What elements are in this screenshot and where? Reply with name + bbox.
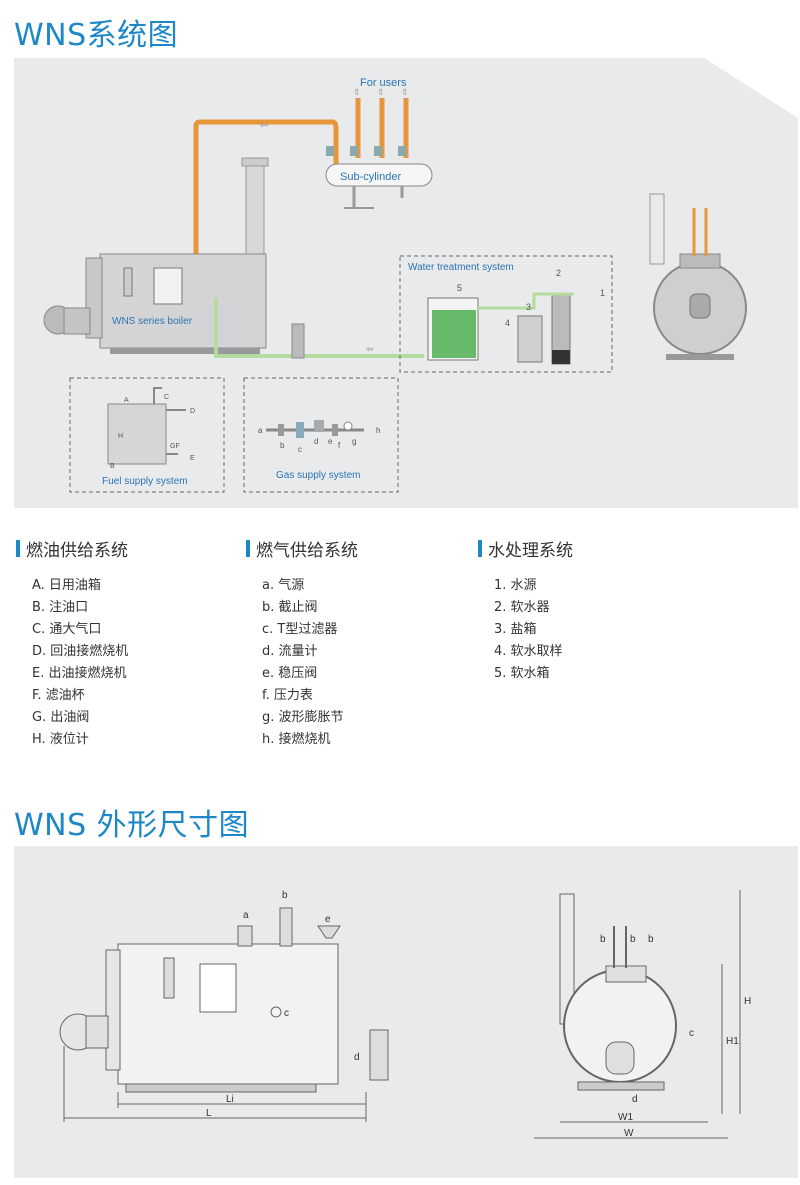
legend-item: b. 截止阀: [262, 600, 318, 615]
gas-label-a: a: [258, 426, 263, 435]
fuel-label-b: B: [110, 463, 115, 470]
legend-item: d. 流量计: [262, 644, 318, 659]
fuel-label-e: E: [190, 455, 195, 462]
legend-item: E. 出油接燃烧机: [32, 666, 127, 681]
legend-title-gas: 燃气供给系统: [256, 541, 358, 561]
side-label-b: b: [282, 890, 288, 901]
legend-item: C. 通大气口: [32, 622, 102, 637]
gas-label-f: f: [338, 441, 341, 450]
side-label-c: c: [284, 1008, 289, 1019]
legend-item: B. 注油口: [32, 600, 89, 615]
legend-item: 1. 水源: [494, 578, 537, 593]
legend-fuel: 燃油供给系统 A. 日用油箱 B. 注油口 C. 通大气口 D. 回油接燃烧机 …: [16, 536, 128, 751]
legend-water: 水处理系统 1. 水源 2. 软水器 3. 盐箱 4. 软水取样 5. 软水箱: [478, 536, 573, 685]
legend-item: c. T型过滤器: [262, 622, 338, 637]
legend-gas: 燃气供给系统 a. 气源 b. 截止阀 c. T型过滤器 d. 流量计 e. 稳…: [246, 536, 358, 751]
water-treatment-label: Water treatment system: [408, 262, 514, 273]
sub-cylinder: [325, 163, 433, 187]
legend-item: e. 稳压阀: [262, 666, 318, 681]
legend-item: F. 滤油杯: [32, 688, 85, 703]
fuel-label-c: C: [164, 394, 169, 401]
legend-item: D. 回油接燃烧机: [32, 644, 129, 659]
gas-supply-box: [243, 377, 399, 493]
svg-text:⇧: ⇧: [353, 87, 361, 97]
gas-label-c: c: [298, 445, 302, 454]
wt-label-5: 5: [457, 283, 462, 293]
fuel-supply-label: Fuel supply system: [102, 476, 188, 487]
dim-label-w: W: [624, 1128, 634, 1139]
dim-label-w1: W1: [618, 1112, 633, 1123]
side-label-e: e: [325, 914, 331, 925]
front-label-b2: b: [630, 934, 636, 945]
boiler-front-view: [649, 193, 747, 360]
wt-label-2: 2: [556, 268, 561, 278]
steam-pipe: [193, 119, 339, 258]
fuel-label-d: D: [190, 408, 195, 415]
dim-label-l: L: [206, 1108, 212, 1119]
legend-item: A. 日用油箱: [32, 578, 101, 593]
legend-item: G. 出油阀: [32, 710, 90, 725]
dim-label-h: H: [744, 996, 751, 1007]
legend-item: a. 气源: [262, 578, 305, 593]
svg-text:⇧: ⇧: [377, 87, 385, 97]
front-label-c: c: [689, 1028, 694, 1039]
wt-label-3: 3: [526, 302, 531, 312]
system-diagram: ⇦ ⇧ ⇧ ⇧ For users Sub-cylinder WNS serie…: [14, 58, 798, 508]
user-pipes: ⇧ ⇧ ⇧: [326, 87, 409, 158]
fuel-label-a: A: [124, 397, 129, 404]
front-label-b3: b: [648, 934, 654, 945]
legend-item: H. 液位计: [32, 732, 89, 747]
feed-water-pipe: [214, 298, 424, 358]
legend-item: 4. 软水取样: [494, 644, 563, 659]
legend-bar: [246, 540, 250, 557]
for-users-label: For users: [360, 77, 407, 89]
svg-text:⇧: ⇧: [401, 87, 409, 97]
boiler-label: WNS series boiler: [112, 316, 193, 327]
dimension-diagram-panel: a b e c d Li L b b b c d W1 W H1 H: [14, 846, 798, 1178]
svg-text:⇦: ⇦: [366, 344, 374, 354]
legend-bar: [478, 540, 482, 557]
legend-item: g. 波形膨胀节: [262, 710, 344, 725]
salt-tank: [517, 315, 543, 363]
wt-label-1: 1: [600, 288, 605, 298]
legend-title-fuel: 燃油供给系统: [26, 541, 128, 561]
fuel-label-gf: GF: [170, 443, 180, 450]
gas-label-g: g: [352, 437, 356, 446]
chimney: [245, 163, 265, 255]
dim-label-li: Li: [226, 1094, 234, 1105]
boiler-side-view: a b e c d Li L: [59, 890, 389, 1122]
water-treatment-box: [399, 255, 613, 373]
legend-title-water: 水处理系统: [488, 541, 573, 561]
section-title-system: WNS系统图: [14, 18, 179, 53]
steam-flow-arrow: ⇦: [260, 120, 268, 131]
dim-label-h1: H1: [726, 1036, 739, 1047]
fuel-label-h: H: [118, 433, 123, 440]
legend-item: 5. 软水箱: [494, 666, 550, 681]
dimension-diagram: a b e c d Li L b b b c d W1 W H1 H: [59, 890, 751, 1139]
side-label-a: a: [243, 910, 249, 921]
sub-cylinder-label: Sub-cylinder: [340, 171, 401, 183]
section-title-dimensions: WNS 外形尺寸图: [14, 808, 250, 843]
side-label-d: d: [354, 1052, 360, 1063]
day-oil-tank: [107, 403, 167, 465]
wt-label-4: 4: [505, 318, 510, 328]
front-label-d: d: [632, 1094, 638, 1105]
gas-label-e: e: [328, 437, 333, 446]
legend-bar: [16, 540, 20, 557]
front-label-b1: b: [600, 934, 606, 945]
fuel-supply-box: [69, 377, 225, 493]
gas-label-b: b: [280, 441, 285, 450]
gas-label-h: h: [376, 426, 380, 435]
legend-item: 3. 盐箱: [494, 622, 537, 637]
legend-item: f. 压力表: [262, 688, 313, 703]
boiler-front-view-dim: b b b c d W1 W H1 H: [534, 890, 751, 1139]
control-panel: [153, 267, 183, 305]
gas-supply-label: Gas supply system: [276, 470, 360, 481]
feed-pump: [291, 323, 305, 359]
system-diagram-panel: ⇦ ⇧ ⇧ ⇧ For users Sub-cylinder WNS serie…: [14, 58, 798, 508]
legend-item: 2. 软水器: [494, 600, 550, 615]
legend-item: h. 接燃烧机: [262, 732, 331, 747]
gas-label-d: d: [314, 437, 318, 446]
